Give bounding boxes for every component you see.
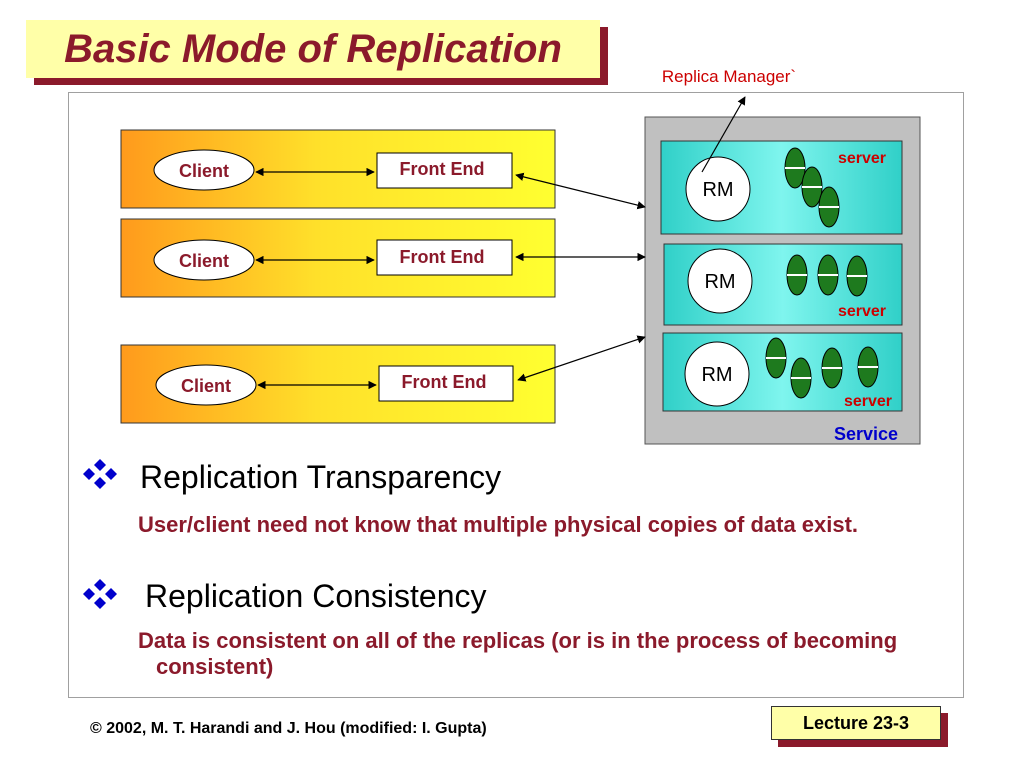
copyright-footer: © 2002, M. T. Harandi and J. Hou (modifi… xyxy=(90,720,487,737)
server-label: server xyxy=(844,393,892,410)
front-end-label: Front End xyxy=(400,159,485,179)
diamond-bullet-icon xyxy=(83,579,117,609)
rm-label: RM xyxy=(702,179,733,201)
service-label: Service xyxy=(834,424,898,444)
point-heading: Replication Consistency xyxy=(145,578,487,614)
client-group-1: Client Front End xyxy=(120,129,556,209)
front-end-box xyxy=(378,365,514,402)
client-label: Client xyxy=(181,376,231,396)
replica-group-2: RM server xyxy=(663,243,903,326)
point-detail: User/client need not know that multiple … xyxy=(138,512,938,538)
front-end-box xyxy=(376,239,513,276)
point-detail: Data is consistent on all of the replica… xyxy=(138,628,948,680)
diamond-bullet-icon xyxy=(83,459,117,489)
front-end-box xyxy=(376,152,513,189)
rm-label: RM xyxy=(701,364,732,386)
server-label: server xyxy=(838,303,886,320)
rm-circle xyxy=(687,248,753,314)
replica-manager-arrow xyxy=(701,96,746,173)
content-frame xyxy=(68,92,964,698)
fe-replica-arrow xyxy=(517,335,646,382)
rm-label: RM xyxy=(704,271,735,293)
rm-circle xyxy=(685,156,751,222)
client-ellipse xyxy=(153,239,255,281)
rm-circle xyxy=(684,341,750,407)
front-end-label: Front End xyxy=(400,247,485,267)
client-label: Client xyxy=(179,251,229,271)
title-box: Basic Mode of Replication xyxy=(26,20,600,78)
client-ellipse xyxy=(153,149,255,191)
server-label: server xyxy=(838,150,886,167)
point-heading: Replication Transparency xyxy=(140,459,502,495)
replica-group-1: RM server xyxy=(660,140,903,235)
replica-manager-label: Replica Manager` xyxy=(662,67,796,86)
point-detail-text: User/client need not know that multiple … xyxy=(138,512,859,537)
front-end-label: Front End xyxy=(402,372,487,392)
slide-title: Basic Mode of Replication xyxy=(64,26,562,71)
replica-group-3: RM server xyxy=(662,332,903,412)
client-group-3: Client Front End xyxy=(120,344,556,424)
fe-replica-arrow xyxy=(515,172,646,210)
point-detail-text: Data is consistent on all of the replica… xyxy=(138,628,898,679)
client-ellipse xyxy=(155,364,257,406)
lecture-number: Lecture 23-3 xyxy=(771,706,941,740)
client-group-2: Client Front End xyxy=(120,218,556,298)
client-label: Client xyxy=(179,161,229,181)
